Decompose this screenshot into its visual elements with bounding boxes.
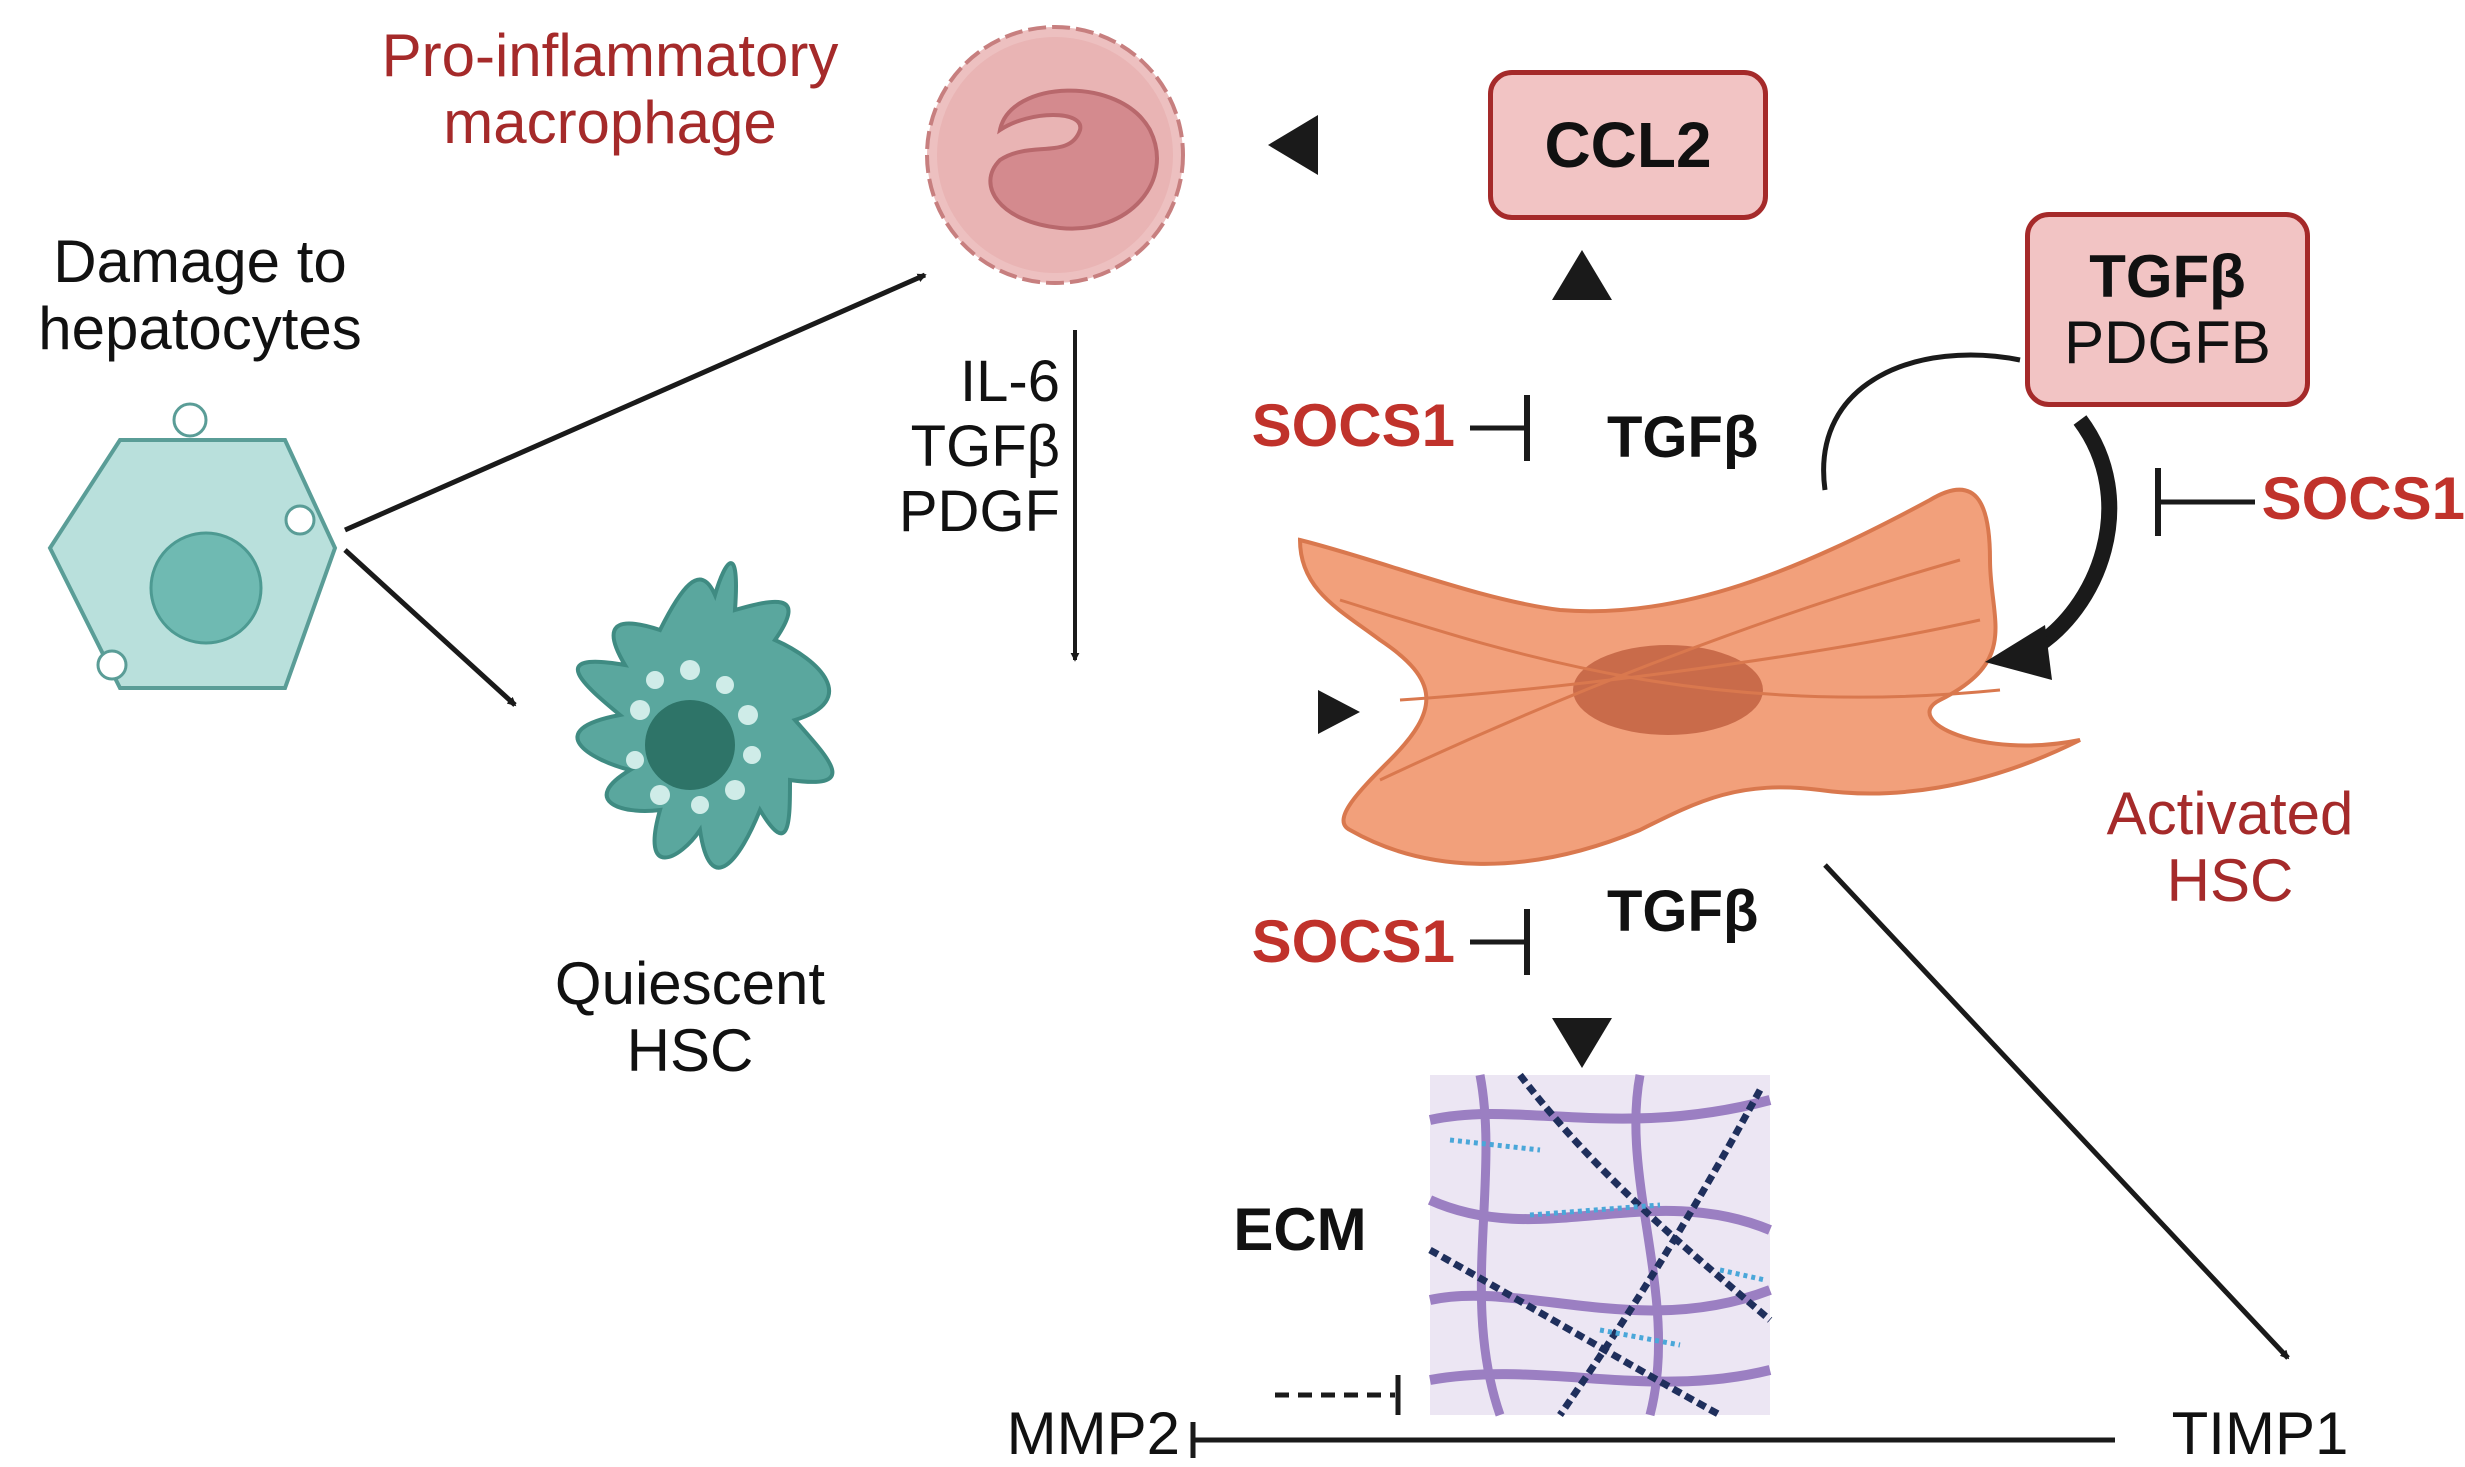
- activated-label-line2: HSC: [2166, 847, 2294, 915]
- macrophage-icon: [925, 25, 1185, 285]
- arrow-hepatocyte-to-macrophage: [343, 272, 927, 533]
- ccl2-label: CCL2: [1544, 108, 1712, 181]
- tgfb-top-label: TGFβ: [1607, 405, 1759, 470]
- activated-label-line1: Activated: [2106, 780, 2354, 847]
- arrow-hepatocyte-to-quiescent: [343, 548, 517, 707]
- macrophage-label-line1: Pro-inflammatory: [381, 22, 839, 89]
- hepatocyte-icon: [47, 402, 338, 690]
- macrophage-label: Pro-inflammatory macrophage: [305, 22, 915, 156]
- quiescent-hsc-label: Quiescent HSC: [540, 950, 840, 1084]
- damage-label-line1: Damage to: [53, 228, 347, 295]
- quiescent-label-line2: HSC: [626, 1017, 754, 1085]
- pdgf-label: PDGF: [898, 478, 1060, 544]
- ecm-icon: [1427, 1072, 1773, 1419]
- socs1-bottom-label: SOCS1: [1251, 908, 1455, 975]
- autocrine-loop-arrow: [2025, 415, 2118, 657]
- timp1-label: TIMP1: [2171, 1400, 2349, 1467]
- cytokine-list: IL-6 TGFβ PDGF: [820, 349, 1060, 545]
- autocrine-loop-top: [1821, 352, 2021, 491]
- macrophage-label-line2: macrophage: [443, 89, 777, 157]
- socs1-top-label: SOCS1: [1251, 392, 1455, 459]
- quiescent-label-line1: Quiescent: [554, 950, 826, 1017]
- tgfb-mid-label: TGFβ: [910, 413, 1060, 479]
- box-pdgfb-label: PDGFB: [2064, 308, 2271, 376]
- quiescent-hsc-icon: [575, 561, 835, 870]
- box-tgfb-label: TGFβ: [2089, 242, 2246, 310]
- ecm-label: ECM: [1233, 1196, 1367, 1263]
- damage-label-line2: hepatocytes: [38, 295, 362, 363]
- ccl2-box: CCL2: [1488, 70, 1768, 220]
- tgfb-pdgfb-box: TGFβ PDGFB: [2025, 212, 2310, 407]
- il6-label: IL-6: [960, 349, 1060, 414]
- mmp2-label: MMP2: [1006, 1400, 1180, 1467]
- damage-label: Damage to hepatocytes: [0, 228, 400, 362]
- activated-hsc-label: Activated HSC: [2060, 780, 2400, 914]
- socs1-right-label: SOCS1: [2261, 465, 2465, 532]
- tgfb-bottom-label: TGFβ: [1607, 879, 1759, 944]
- activated-hsc-icon: [1297, 487, 2081, 866]
- arrow-hsc-to-timp1: [1823, 863, 2290, 1360]
